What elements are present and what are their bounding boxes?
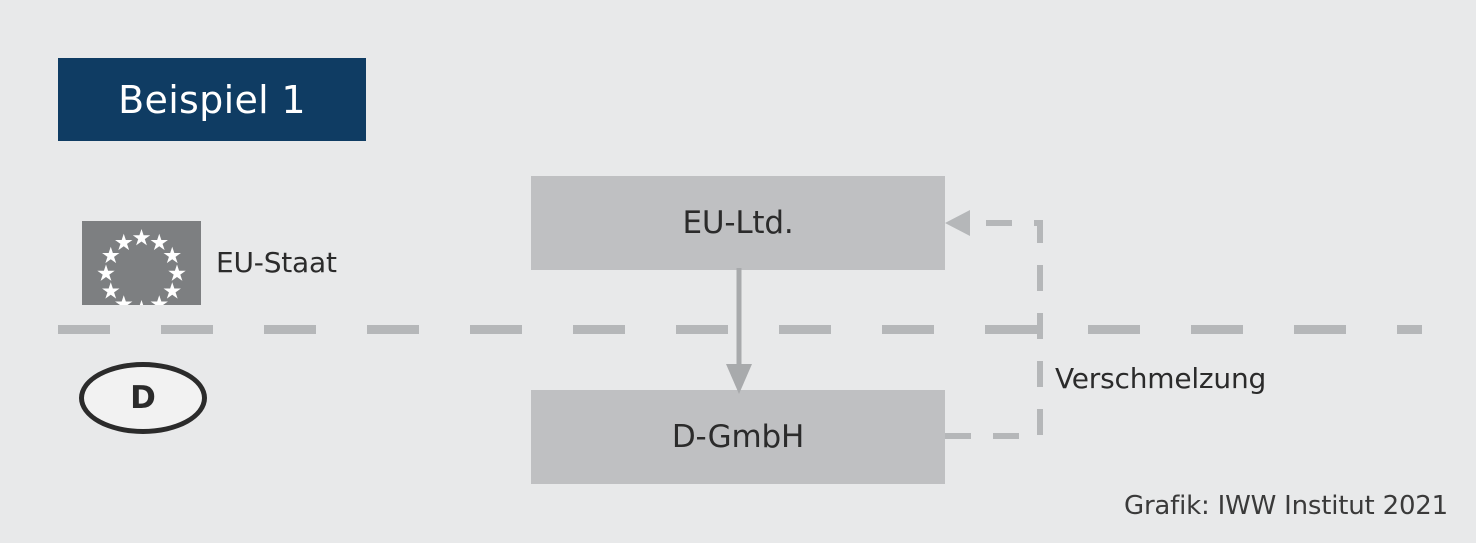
entity-label-eu-ltd: EU-Ltd. <box>682 204 794 241</box>
country-code-label: D <box>130 379 156 416</box>
connector-label-verschmelzung: Verschmelzung <box>1055 362 1267 395</box>
arrow-eu-ltd-to-d-gmbh <box>722 268 758 394</box>
eu-state-label: EU-Staat <box>216 246 337 279</box>
country-code-oval-icon: D <box>79 362 207 434</box>
graphic-credit: Grafik: IWW Institut 2021 <box>1124 491 1448 521</box>
entity-label-d-gmbh: D-GmbH <box>671 418 805 455</box>
connector-merger-dashed <box>930 205 1060 455</box>
entity-box-d-gmbh: D-GmbH <box>531 390 945 484</box>
eu-flag-icon <box>82 221 201 305</box>
page-title: Beispiel 1 <box>118 77 306 122</box>
example-title-badge: Beispiel 1 <box>58 58 366 141</box>
entity-box-eu-ltd: EU-Ltd. <box>531 176 945 270</box>
